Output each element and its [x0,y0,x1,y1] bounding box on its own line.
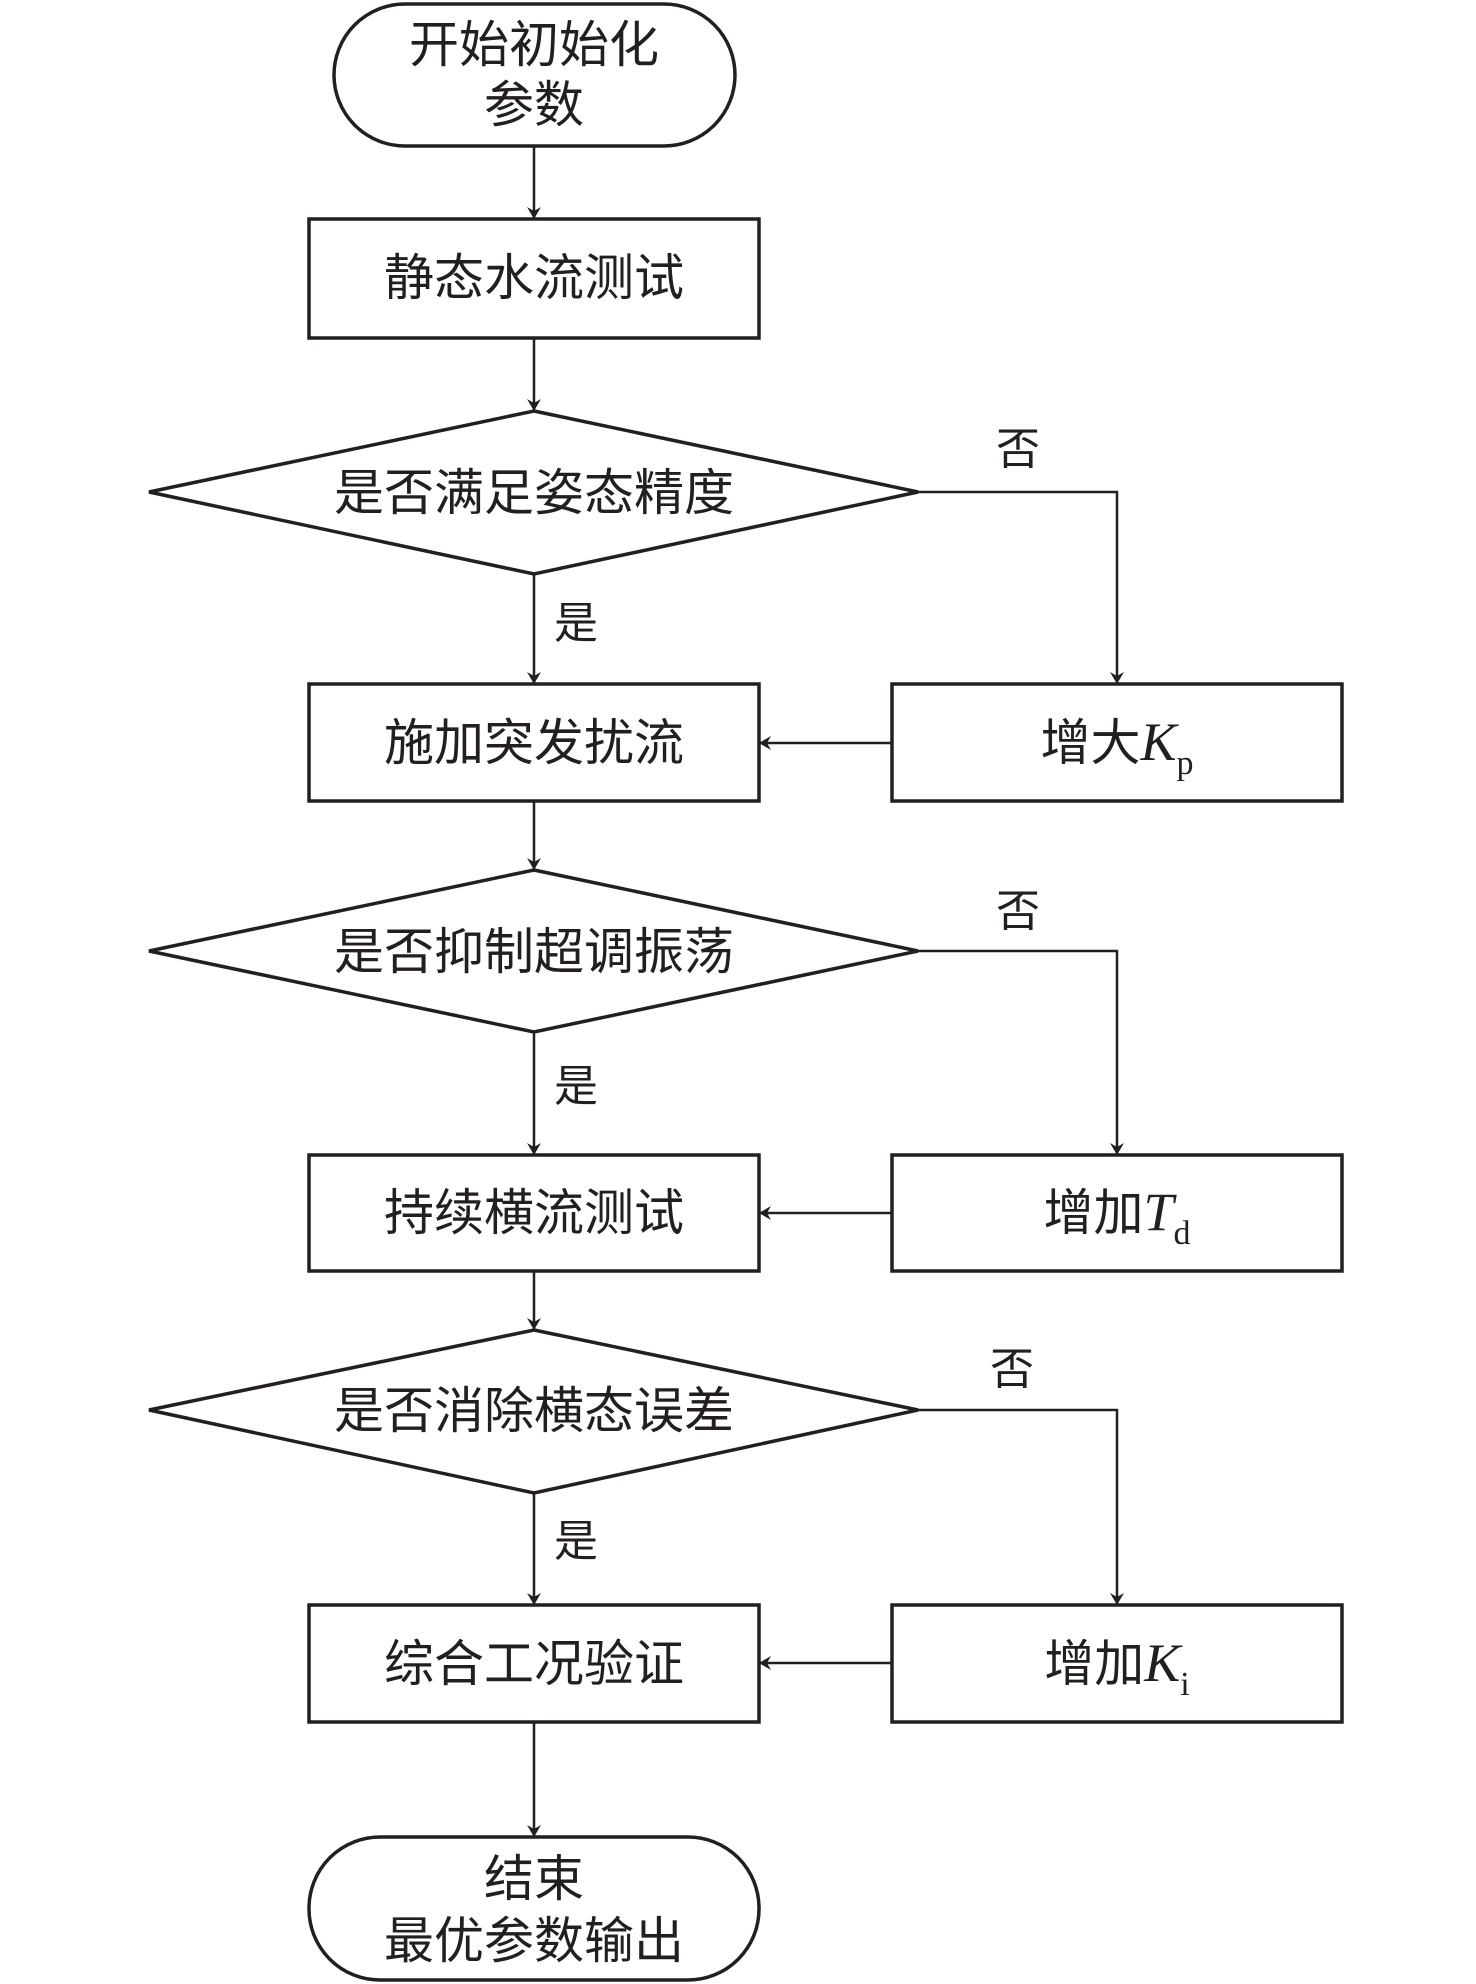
edge-check2-no [918,949,1124,1155]
edge-check3-no [918,1408,1124,1605]
start-terminal: 开始初始化 参数 [332,2,737,148]
continuous-crossflow-test-label: 持续横流测试 [384,1184,684,1242]
apply-disturbance-label: 施加突发扰流 [384,714,684,772]
apply-disturbance-box: 施加突发扰流 [307,682,761,803]
increase-kp-label: 增大Kp [1040,712,1193,782]
error-elimination-decision: 是否消除横态误差 [148,1328,919,1495]
increase-td-box: 增加Td [890,1153,1344,1273]
attitude-precision-label: 是否满足姿态精度 [334,464,734,522]
static-water-test-box: 静态水流测试 [307,217,761,340]
attitude-precision-decision: 是否满足姿态精度 [148,409,919,576]
yes-label-2: 是 [554,1061,598,1112]
static-water-test-label: 静态水流测试 [384,249,684,307]
no-label-2: 否 [996,886,1040,937]
yes-label-1: 是 [554,598,598,649]
connectors [527,146,1124,1837]
overshoot-decision: 是否抑制超调振荡 [148,868,919,1034]
comprehensive-validation-box: 综合工况验证 [307,1603,761,1724]
end-line-1: 结束 [484,1850,584,1908]
overshoot-label: 是否抑制超调振荡 [334,923,734,981]
comprehensive-validation-label: 综合工况验证 [384,1635,684,1693]
increase-td-label: 增加Td [1043,1182,1190,1252]
yes-label-3: 是 [554,1516,598,1567]
start-line-1: 开始初始化 [409,16,659,74]
no-label-1: 否 [996,424,1040,475]
edge-check1-no [918,490,1124,684]
no-label-3: 否 [990,1344,1034,1395]
increase-ki-box: 增加Ki [890,1603,1344,1724]
continuous-crossflow-test-box: 持续横流测试 [307,1153,761,1273]
start-line-2: 参数 [484,76,584,134]
increase-ki-label: 增加Ki [1044,1633,1189,1703]
error-elimination-label: 是否消除横态误差 [334,1382,734,1440]
increase-kp-box: 增大Kp [890,682,1344,803]
end-line-2: 最优参数输出 [384,1912,684,1970]
end-terminal: 结束 最优参数输出 [307,1835,761,1982]
